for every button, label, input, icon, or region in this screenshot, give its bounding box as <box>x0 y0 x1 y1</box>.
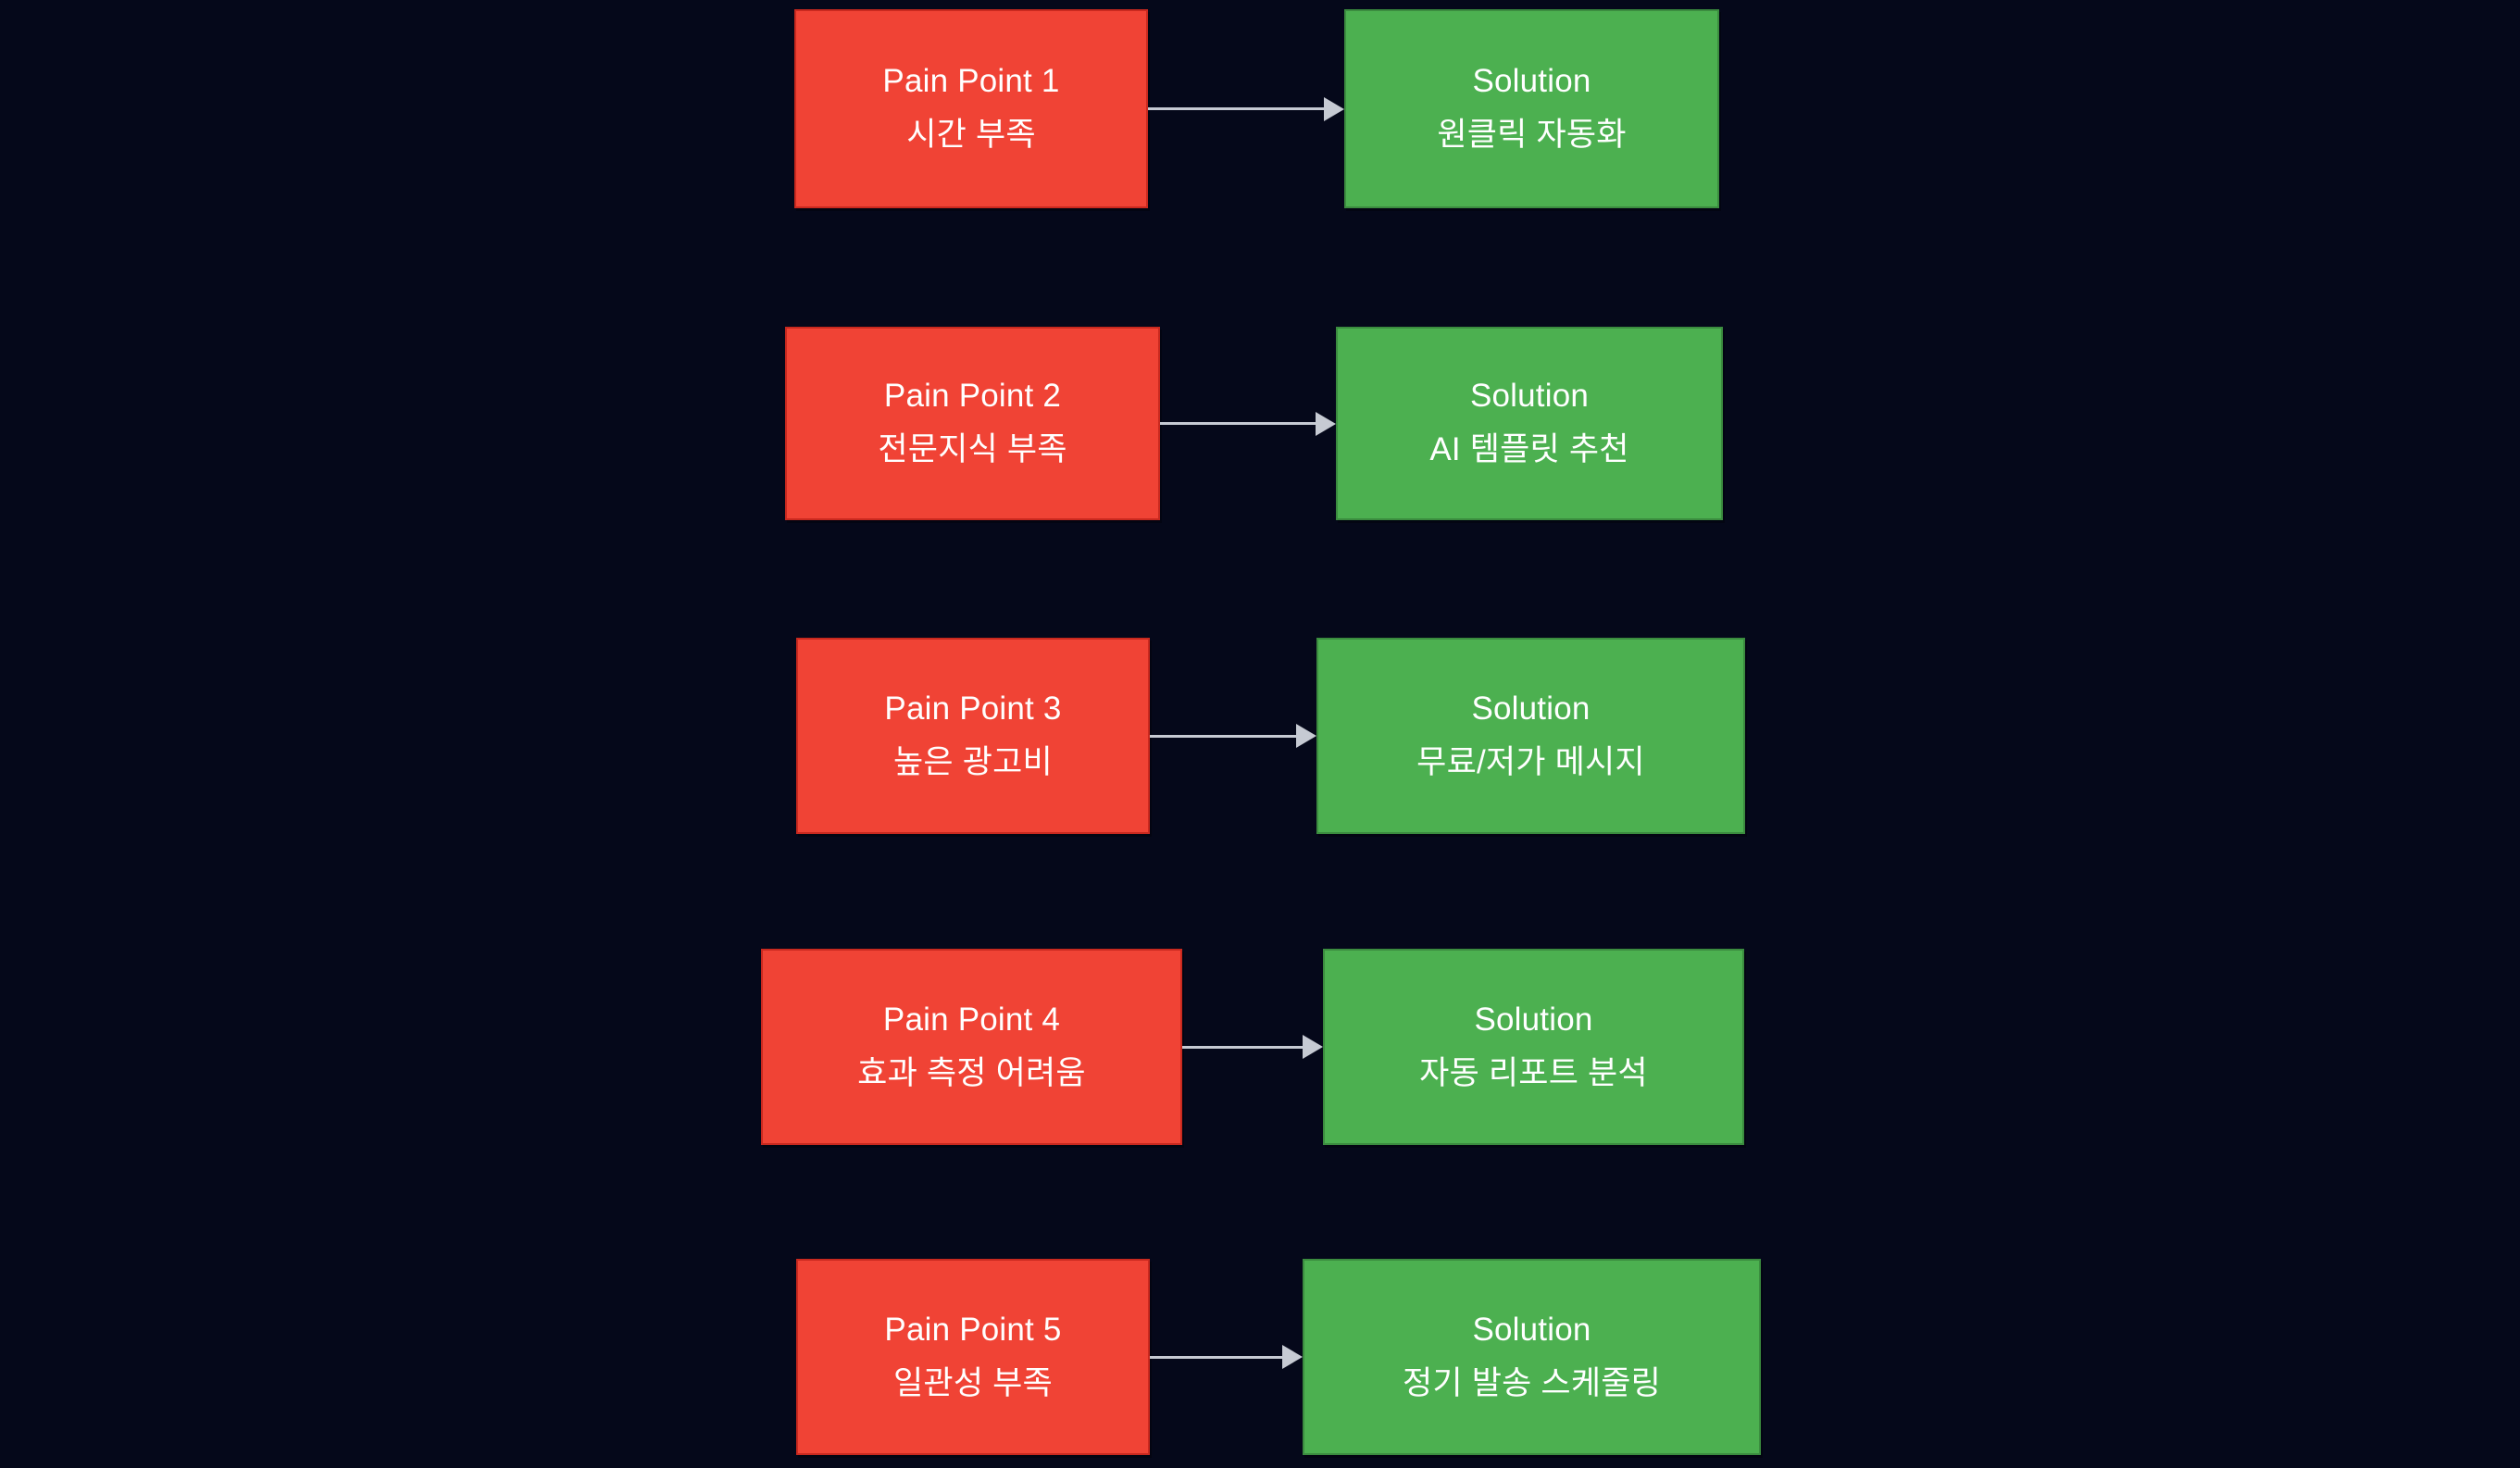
solution-detail: 무료/저가 메시지 <box>1416 743 1645 780</box>
arrow-head <box>1296 724 1316 748</box>
flow-row-1: Pain Point 1 시간 부족 Solution 원클릭 자동화 <box>794 9 1719 208</box>
pain-point-detail: 일관성 부족 <box>893 1364 1053 1401</box>
arrow-shaft <box>1148 107 1325 110</box>
solution-detail: AI 템플릿 추천 <box>1429 431 1629 467</box>
arrow-right-icon-5 <box>1150 1343 1303 1371</box>
solution-title: Solution <box>1472 63 1591 100</box>
arrow-shaft <box>1182 1045 1304 1049</box>
pain-point-box-1[interactable]: Pain Point 1 시간 부족 <box>794 9 1148 208</box>
arrow-head <box>1282 1345 1303 1369</box>
flow-row-5: Pain Point 5 일관성 부족 Solution 정기 발송 스케줄링 <box>796 1259 1761 1455</box>
pain-point-title: Pain Point 3 <box>884 690 1062 727</box>
pain-point-detail: 효과 측정 어려움 <box>857 1054 1086 1091</box>
arrow-shaft <box>1160 422 1316 425</box>
pain-point-title: Pain Point 5 <box>884 1311 1062 1348</box>
arrow-right-icon-3 <box>1150 722 1316 750</box>
solution-title: Solution <box>1472 1311 1591 1348</box>
pain-point-box-2[interactable]: Pain Point 2 전문지식 부족 <box>785 327 1160 520</box>
arrow-right-icon-2 <box>1160 410 1336 438</box>
solution-detail: 정기 발송 스케줄링 <box>1402 1364 1662 1401</box>
arrow-head <box>1324 96 1344 121</box>
pain-point-box-4[interactable]: Pain Point 4 효과 측정 어려움 <box>761 949 1182 1145</box>
pain-point-detail: 시간 부족 <box>906 117 1036 153</box>
solution-title: Solution <box>1471 690 1591 727</box>
solution-box-1[interactable]: Solution 원클릭 자동화 <box>1344 9 1719 208</box>
arrow-head <box>1316 411 1336 436</box>
solution-box-3[interactable]: Solution 무료/저가 메시지 <box>1316 638 1745 834</box>
solution-detail: 자동 리포트 분석 <box>1419 1054 1648 1091</box>
arrow-shaft <box>1150 1355 1283 1359</box>
arrow-right-icon-1 <box>1148 95 1344 123</box>
pain-point-title: Pain Point 4 <box>882 1001 1061 1038</box>
solution-title: Solution <box>1474 1001 1593 1038</box>
solution-box-5[interactable]: Solution 정기 발송 스케줄링 <box>1303 1259 1761 1455</box>
solution-box-4[interactable]: Solution 자동 리포트 분석 <box>1323 949 1744 1145</box>
pain-point-detail: 높은 광고비 <box>893 743 1053 780</box>
arrow-shaft <box>1150 734 1297 738</box>
arrow-right-icon-4 <box>1182 1033 1323 1061</box>
solution-title: Solution <box>1469 378 1590 415</box>
pain-point-title: Pain Point 2 <box>883 378 1062 415</box>
flow-row-4: Pain Point 4 효과 측정 어려움 Solution 자동 리포트 분… <box>761 949 1744 1145</box>
pain-point-detail: 전문지식 부족 <box>878 431 1067 467</box>
pain-point-box-5[interactable]: Pain Point 5 일관성 부족 <box>796 1259 1150 1455</box>
arrow-head <box>1303 1035 1323 1059</box>
flow-row-2: Pain Point 2 전문지식 부족 Solution AI 템플릿 추천 <box>785 327 1723 520</box>
flow-row-3: Pain Point 3 높은 광고비 Solution 무료/저가 메시지 <box>796 638 1745 834</box>
solution-detail: 원클릭 자동화 <box>1437 117 1627 153</box>
pain-point-title: Pain Point 1 <box>882 63 1060 100</box>
pain-point-box-3[interactable]: Pain Point 3 높은 광고비 <box>796 638 1150 834</box>
solution-box-2[interactable]: Solution AI 템플릿 추천 <box>1336 327 1723 520</box>
